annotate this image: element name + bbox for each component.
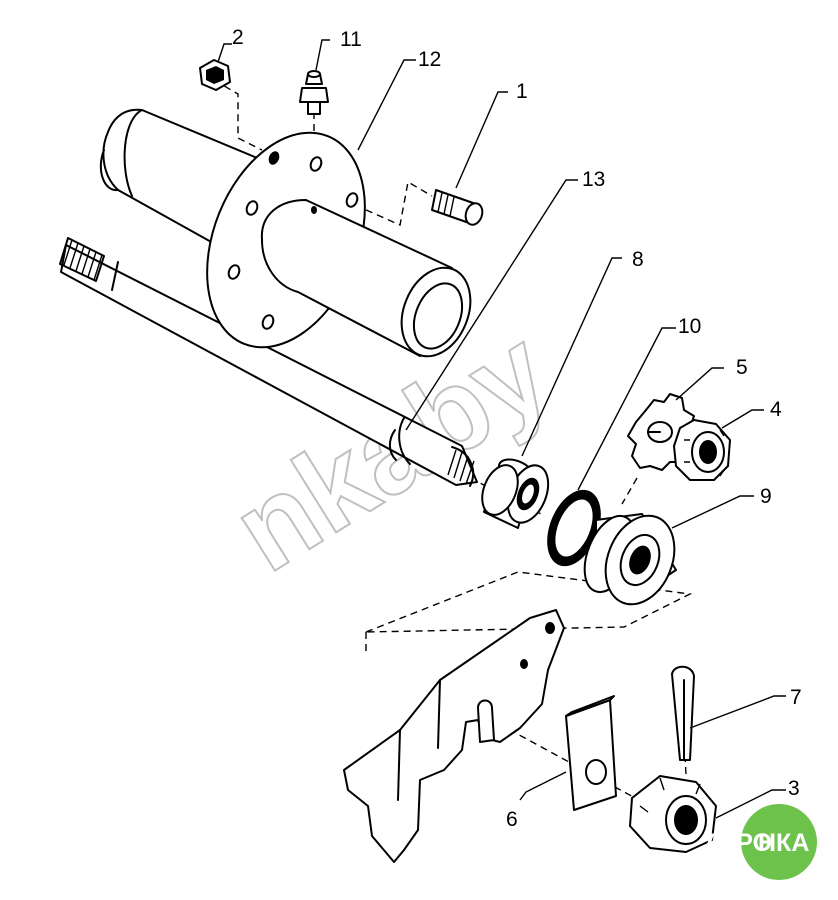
callout-5: 5 <box>736 356 748 379</box>
brand-logo: АГРО НКА <box>704 804 817 880</box>
callout-9: 9 <box>760 485 772 508</box>
castle-nut-bracket <box>629 775 717 853</box>
callout-11: 11 <box>340 28 362 51</box>
spacer-plate <box>565 695 617 811</box>
wheel-bolt <box>431 189 484 226</box>
callout-13: 13 <box>582 168 605 191</box>
callout-labels: 1 2 3 4 5 6 7 8 9 10 11 12 13 <box>232 26 802 831</box>
hex-nut-small <box>199 59 231 91</box>
logo-right-text: НКА <box>758 829 809 857</box>
hub-housing <box>99 108 472 358</box>
inner-bearing <box>481 458 550 529</box>
callout-12: 12 <box>418 48 441 71</box>
callout-leaders <box>217 39 786 819</box>
spindle-shaft <box>59 237 478 487</box>
mounting-bracket <box>343 609 565 863</box>
callout-1: 1 <box>516 80 528 103</box>
callout-3: 3 <box>788 777 800 800</box>
seal-ring <box>547 489 601 567</box>
callout-8: 8 <box>632 248 644 271</box>
grease-fitting <box>299 70 329 115</box>
callout-10: 10 <box>678 315 701 338</box>
callout-4: 4 <box>770 398 782 421</box>
callout-2: 2 <box>232 26 244 49</box>
callout-6: 6 <box>506 808 518 831</box>
cotter-pin <box>671 665 695 761</box>
callout-7: 7 <box>790 686 802 709</box>
logo-left-text: АГРО <box>704 829 772 857</box>
outer-bearing <box>583 513 677 606</box>
castle-nut-spindle <box>673 419 731 481</box>
logo-circle <box>741 804 817 880</box>
